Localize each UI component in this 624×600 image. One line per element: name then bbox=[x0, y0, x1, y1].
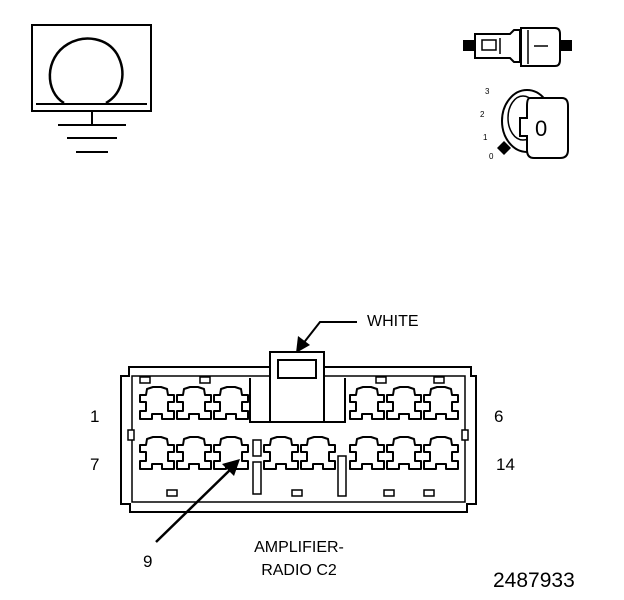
ignition-position-1: 1 bbox=[483, 133, 488, 142]
ignition-position-2: 2 bbox=[480, 110, 485, 119]
wire-color-label: WHITE bbox=[367, 313, 419, 330]
pin-label-9: 9 bbox=[143, 552, 153, 571]
pin-label-1: 1 bbox=[90, 407, 100, 426]
pin-label-7: 7 bbox=[90, 455, 100, 474]
figure-number: 2487933 bbox=[493, 569, 575, 592]
pin-label-6: 6 bbox=[494, 407, 504, 426]
white-leader-arrow bbox=[296, 321, 357, 353]
pin-9-pointer-arrow bbox=[155, 459, 240, 543]
ignition-key-icon bbox=[497, 89, 569, 159]
connector-name-line2: RADIO C2 bbox=[261, 562, 337, 579]
ignition-key-label: 0 bbox=[535, 116, 548, 141]
inline-connector-icon bbox=[463, 27, 572, 67]
connector-name-line1: AMPLIFIER- bbox=[254, 539, 344, 556]
pin-label-14: 14 bbox=[496, 455, 515, 474]
ignition-position-0: 0 bbox=[489, 152, 494, 161]
ignition-position-3: 3 bbox=[485, 87, 490, 96]
ohm-ground-icon bbox=[31, 24, 152, 153]
connector-body bbox=[120, 351, 477, 513]
